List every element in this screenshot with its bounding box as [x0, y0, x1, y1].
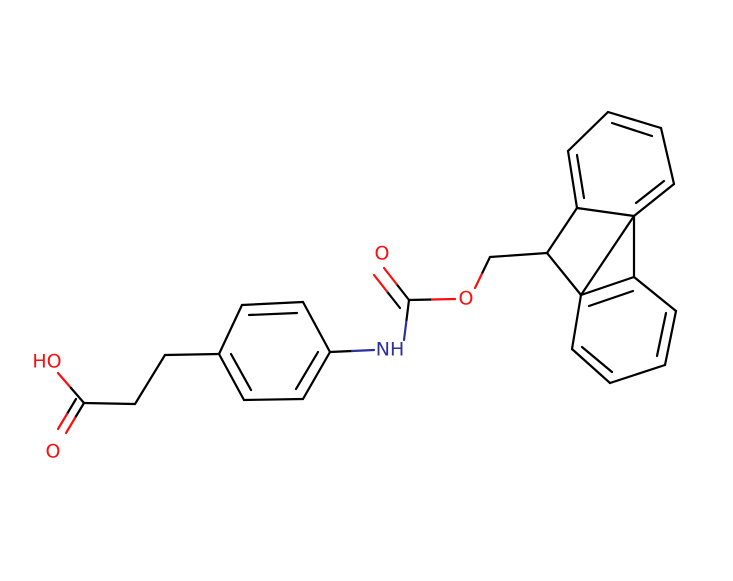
atom-label-amine: NH	[376, 339, 405, 361]
bond-lower-ring-inner	[655, 311, 668, 358]
bond-ring	[301, 350, 332, 401]
bond-five-ring	[545, 206, 579, 255]
bond-carbon-ester-oxygen	[407, 298, 434, 302]
bond-ring-inner	[294, 350, 320, 391]
bond-aryl-amine	[350, 348, 376, 353]
atom-label-hydroxyl: HO	[32, 351, 61, 373]
bond-ring	[217, 352, 246, 402]
bond-hydroxyl-carbon	[56, 371, 73, 390]
bond-upper-ring	[606, 110, 663, 130]
bond-lower-ring-inner	[587, 289, 635, 308]
bond-chain	[163, 352, 221, 357]
bond-ring	[242, 397, 305, 402]
bond-amine-carbonyl	[405, 298, 411, 322]
bond-hydroxyl-carbon	[69, 386, 86, 405]
bond-upper-ring-inner	[575, 153, 586, 200]
bond-five-ring	[575, 206, 636, 218]
bond-lower-ring-inner	[580, 345, 614, 374]
bond-lower-ring	[570, 347, 612, 385]
bond-upper-ring-inner	[610, 121, 654, 138]
bond-carbonyl-double	[385, 290, 402, 310]
bond-upper-ring	[632, 182, 676, 218]
bond-carbonyl-double	[382, 266, 398, 286]
bond-carbonyl-double	[64, 416, 77, 435]
bond-ring-inner	[247, 311, 299, 317]
bond-upper-ring-inner	[634, 179, 666, 205]
bond-lower-ring	[570, 293, 583, 351]
bond-upper-ring	[566, 110, 610, 153]
bond-aryl-amine	[328, 349, 354, 354]
atom-label-carbonyl-oxygen-carbamate: O	[375, 243, 390, 265]
bond-layer	[56, 110, 678, 435]
bond-ring-inner	[229, 352, 253, 392]
bond-ring	[240, 300, 305, 307]
bond-five-ring	[545, 251, 583, 297]
bond-methylene	[488, 251, 549, 259]
bond-lower-ring	[663, 309, 678, 367]
bond-upper-ring	[566, 149, 579, 210]
bond-carbonyl-double	[65, 397, 78, 416]
bond-carbonyl-double	[395, 282, 411, 302]
bond-carbonyl-double	[372, 273, 389, 293]
bond-chain	[133, 353, 167, 406]
atom-label-ester-oxygen: O	[459, 288, 474, 310]
bond-five-ring	[579, 214, 636, 297]
bond-ring	[301, 300, 332, 354]
bond-carbonyl-double	[73, 401, 86, 420]
atom-label-carbonyl-oxygen-acid: O	[46, 441, 61, 463]
bond-amine-carbonyl	[402, 318, 408, 342]
bond-lower-ring	[608, 363, 667, 385]
bond-chain	[82, 401, 137, 406]
bond-ester-oxygen-methylene	[473, 271, 484, 290]
bond-ester-oxygen-methylene	[481, 255, 492, 274]
bond-ring	[217, 303, 244, 356]
bond-lower-ring	[579, 275, 636, 297]
bond-carbon-ester-oxygen	[430, 297, 457, 301]
bond-carbonyl-double	[56, 412, 69, 431]
bond-upper-ring	[659, 126, 676, 186]
bond-lower-ring	[632, 275, 678, 313]
